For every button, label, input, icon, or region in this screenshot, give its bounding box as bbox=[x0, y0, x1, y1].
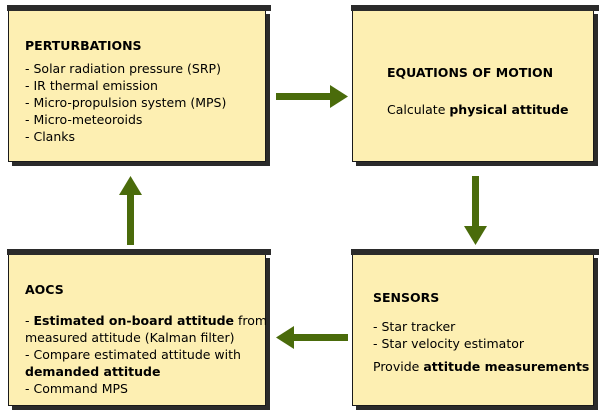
sensors-text: Provide attitude measurements bbox=[373, 358, 593, 375]
sensors-text-prefix: Provide bbox=[373, 359, 424, 374]
aocs-title: AOCS bbox=[25, 282, 64, 297]
sensor-item: - Star tracker bbox=[373, 319, 456, 334]
aocs-line4-bold: demanded attitude bbox=[25, 364, 161, 379]
eom-text-prefix: Calculate bbox=[387, 102, 450, 117]
arrow-down-icon bbox=[464, 176, 487, 245]
sensors-title: SENSORS bbox=[373, 290, 440, 305]
sensors-text-bold: attitude measurements bbox=[423, 359, 590, 374]
arrow-right-icon bbox=[276, 85, 348, 108]
aocs-line: - Compare estimated attitude with bbox=[25, 347, 241, 362]
aocs-box: AOCS - Estimated on-board attitude from … bbox=[7, 249, 271, 406]
perturbations-title: PERTURBATIONS bbox=[25, 38, 142, 53]
aocs-line1-prefix: - bbox=[25, 313, 34, 328]
perturbation-item: - Solar radiation pressure (SRP) bbox=[25, 61, 221, 76]
perturbation-item: - Clanks bbox=[25, 129, 76, 144]
equations-of-motion-box: EQUATIONS OF MOTION Calculate physical a… bbox=[351, 5, 599, 162]
sensor-item: - Star velocity estimator bbox=[373, 336, 525, 351]
aocs-line: - Command MPS bbox=[25, 381, 128, 396]
perturbation-item: - IR thermal emission bbox=[25, 78, 158, 93]
arrow-left-icon bbox=[276, 326, 348, 349]
eom-text-bold: physical attitude bbox=[449, 102, 569, 117]
arrow-up-icon bbox=[119, 176, 142, 245]
perturbation-item: - Micro-propulsion system (MPS) bbox=[25, 95, 227, 110]
eom-text: Calculate physical attitude bbox=[387, 101, 593, 118]
aocs-line: demanded attitude bbox=[25, 363, 265, 380]
aocs-line: - Estimated on-board attitude from bbox=[25, 312, 268, 329]
perturbation-item: - Micro-meteoroids bbox=[25, 112, 143, 127]
perturbations-box: PERTURBATIONS - Solar radiation pressure… bbox=[7, 5, 271, 162]
sensors-box: SENSORS - Star tracker - Star velocity e… bbox=[351, 249, 599, 406]
aocs-line: measured attitude (Kalman filter) bbox=[25, 330, 235, 345]
eom-title: EQUATIONS OF MOTION bbox=[387, 65, 554, 80]
aocs-line1-suffix: from bbox=[234, 313, 268, 328]
aocs-line1-bold: Estimated on-board attitude bbox=[33, 313, 235, 328]
